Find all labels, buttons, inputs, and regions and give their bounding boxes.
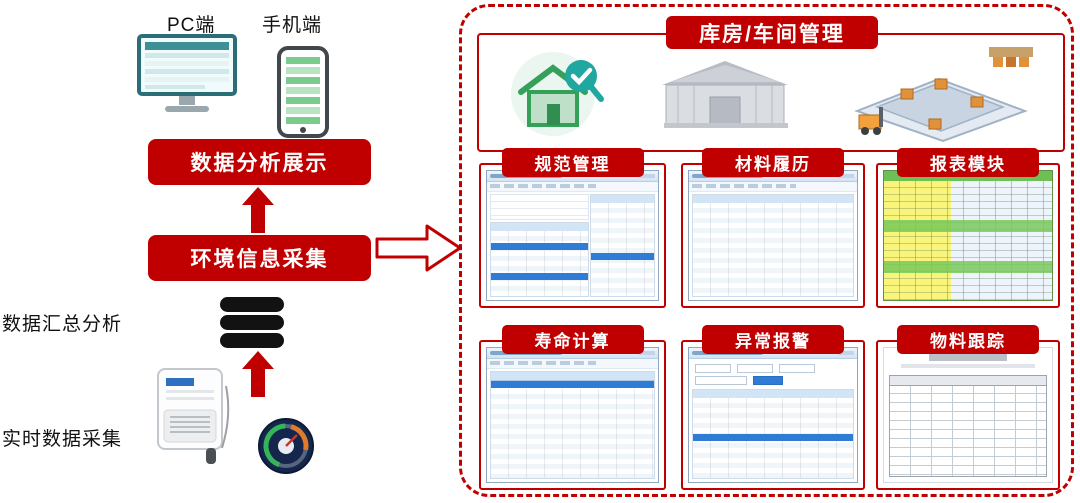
data-table	[692, 194, 854, 297]
conveyor-line-icon	[854, 46, 1034, 142]
analysis-banner: 数据分析展示	[148, 139, 371, 185]
left-table	[490, 222, 590, 297]
selected-row	[491, 381, 654, 388]
right-arrow-icon	[375, 224, 462, 272]
module-title: 材料履历	[702, 148, 844, 177]
window-toolbar	[689, 182, 857, 192]
collection-banner: 环境信息采集	[148, 235, 371, 281]
document-table	[889, 375, 1047, 477]
module-material-tracking: 物料跟踪	[876, 325, 1060, 490]
module-material-history: 材料履历	[681, 148, 865, 308]
selected-row	[693, 434, 853, 441]
window-toolbar	[487, 359, 658, 369]
abnormal-alarm-screenshot	[688, 347, 858, 483]
selected-row	[590, 253, 654, 260]
warehouse-building-icon	[661, 60, 788, 128]
environment-sensor-icon	[157, 368, 230, 464]
module-title: 物料跟踪	[897, 325, 1039, 354]
pc-label: PC端	[167, 15, 216, 36]
right-table	[589, 194, 655, 297]
realtime-label: 实时数据采集	[2, 429, 123, 450]
filter-field	[737, 364, 773, 373]
smartphone-icon	[277, 46, 329, 138]
module-title: 报表模块	[897, 148, 1039, 177]
data-table	[490, 371, 655, 479]
gauge-icon	[258, 418, 314, 474]
selected-row	[491, 243, 589, 250]
module-border	[681, 340, 865, 490]
document-subtitle-line	[900, 364, 1036, 368]
window-toolbar	[487, 182, 658, 192]
warehouse-check-icon	[510, 51, 604, 136]
showcase-strip	[477, 33, 1065, 152]
module-border	[681, 163, 865, 308]
summary-label: 数据汇总分析	[2, 314, 123, 335]
module-title: 规范管理	[501, 148, 644, 177]
module-abnormal-alarm: 异常报警	[681, 325, 865, 490]
module-border	[479, 163, 666, 308]
query-button	[753, 376, 783, 385]
filter-field	[695, 376, 747, 385]
management-frame	[459, 4, 1074, 497]
pc-monitor-icon	[137, 34, 237, 112]
module-border	[876, 163, 1060, 308]
module-title: 异常报警	[702, 325, 844, 354]
document-title-line	[929, 354, 1007, 361]
material-history-screenshot	[688, 170, 858, 301]
mobile-label: 手机端	[262, 15, 323, 36]
filter-field	[779, 364, 815, 373]
alarm-table	[692, 389, 854, 479]
module-report: 报表模块	[876, 148, 1060, 308]
panel-title: 库房/车间管理	[666, 16, 878, 49]
module-title: 寿命计算	[501, 325, 644, 354]
module-spec-management: 规范管理	[479, 148, 666, 308]
module-life-calculation: 寿命计算	[479, 325, 666, 490]
module-border	[876, 340, 1060, 490]
selected-row	[491, 273, 589, 280]
module-border	[479, 340, 666, 490]
filter-field	[695, 364, 731, 373]
up-arrow-icon	[242, 187, 274, 233]
spec-management-screenshot	[486, 170, 659, 301]
database-icon	[220, 297, 284, 348]
report-screenshot	[883, 170, 1053, 301]
tracking-document-screenshot	[883, 347, 1053, 483]
form-area	[490, 194, 590, 220]
up-arrow-icon	[242, 351, 274, 397]
life-calculation-screenshot	[486, 347, 659, 483]
